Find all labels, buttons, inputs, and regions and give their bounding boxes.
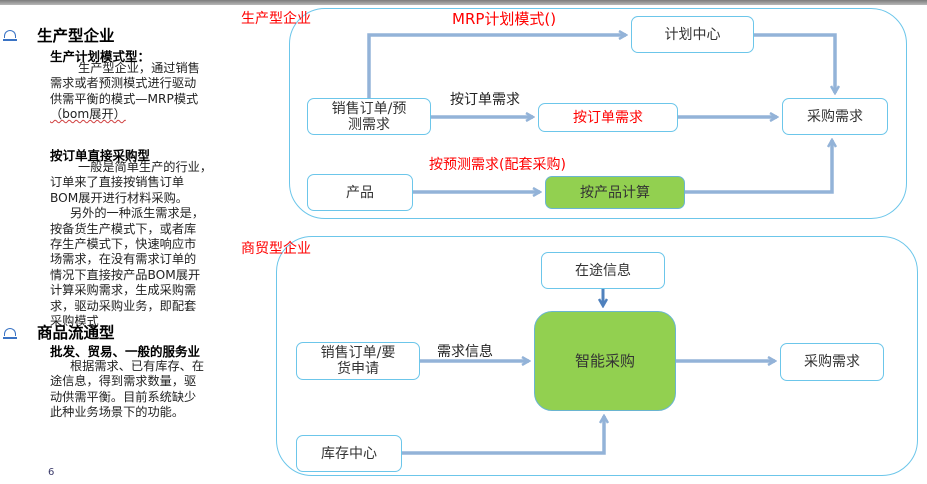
section-title-manufacturing: 生产型企业 [37,27,115,45]
paragraph-wholesale: 根据需求、已有库存、在 途信息，得到需求数量，驱 动供需平衡。目前系统缺少 此种… [50,359,205,420]
left-text-panel: 生产型企业 生产计划模式型： 生产型企业，通过销售 需求或者预测模式进行驱动 供… [0,0,230,484]
top-bar [0,0,927,5]
manufacturing-label: 生产型企业 [241,11,311,27]
node-product: 产品 [307,174,413,211]
edge-label-by-order: 按订单需求 [450,92,520,108]
paragraph-mrp: 生产型企业，通过销售 需求或者预测模式进行驱动 供需平衡的模式—MRP模式 （b… [50,61,200,122]
bullet-icon [3,30,17,41]
node-smart-purchase: 智能采购 [534,311,676,411]
subsection-heading-mrp: 生产计划模式型： [50,49,151,64]
node-purchase-demand-mfg: 采购需求 [782,98,888,135]
section-title-trading: 商品流通型 [37,324,115,342]
node-purchase-demand-trade: 采购需求 [780,343,884,381]
trading-container [276,236,918,476]
paragraph-direct-purchase: 一般是简单生产的行业， 订单来了直接按销售订单 BOM展开进行材料采购。 另外的… [50,160,213,329]
edge-label-by-forecast: 按预测需求(配套采购) [429,157,566,173]
subsection-heading-direct-purchase: 按订单直接采购型 [50,148,151,163]
subsection-heading-wholesale: 批发、贸易、一般的服务业 [50,344,201,359]
node-by-order-demand: 按订单需求 [538,103,678,132]
mrp-mode-label: MRP计划模式() [452,10,557,28]
node-by-product-calc: 按产品计算 [545,176,685,209]
edge-label-demand-info: 需求信息 [437,344,493,360]
trading-label: 商贸型企业 [241,241,311,257]
node-in-transit: 在途信息 [541,252,665,289]
node-planning-center: 计划中心 [631,16,754,53]
node-inventory-center: 库存中心 [296,435,402,472]
node-sales-requisition: 销售订单/要 货申请 [296,342,420,380]
node-sales-forecast: 销售订单/预 测需求 [307,98,431,135]
bullet-icon [3,328,17,339]
manufacturing-container [289,8,907,219]
page-number: 6 [48,467,55,478]
